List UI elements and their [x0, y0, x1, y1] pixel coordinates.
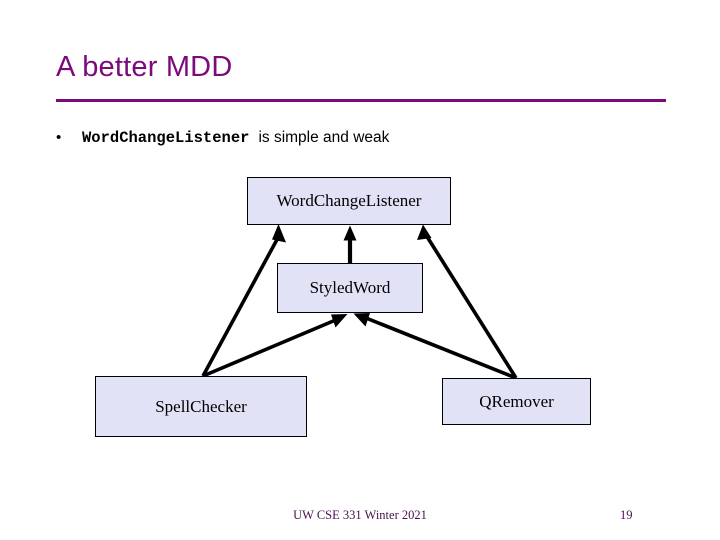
bullet-plain-text: is simple and weak	[258, 129, 390, 146]
uml-box-label: WordChangeListener	[276, 191, 422, 210]
uml-box-styledword[interactable]: StyledWord	[277, 263, 423, 313]
bullet-code-text: WordChangeListener	[82, 129, 250, 147]
uml-box-label: SpellChecker	[155, 396, 247, 416]
arrow-styledword-to-wordchangelistener	[343, 225, 357, 263]
arrow-spellchecker-to-styledword	[202, 314, 348, 378]
uml-box-label: QRemover	[479, 391, 554, 411]
page-title: A better MDD	[56, 51, 233, 83]
footer-text: UW CSE 331 Winter 2021	[293, 508, 427, 522]
arrow-spellchecker-to-wordchangelistener	[201, 224, 286, 377]
bullet-item: • WordChangeListener is simple and weak	[56, 129, 676, 147]
arrow-qremover-to-styledword	[353, 313, 517, 380]
uml-box-qremover[interactable]: QRemover	[442, 378, 591, 425]
title-divider	[56, 99, 666, 102]
uml-box-label: StyledWord	[309, 278, 391, 297]
arrow-qremover-to-wordchangelistener	[417, 224, 518, 379]
uml-box-spellchecker[interactable]: SpellChecker	[95, 376, 307, 437]
page-number: 19	[620, 508, 633, 522]
uml-box-wordchangelistener[interactable]: WordChangeListener	[247, 177, 451, 225]
bullet-marker-icon: •	[56, 129, 62, 146]
